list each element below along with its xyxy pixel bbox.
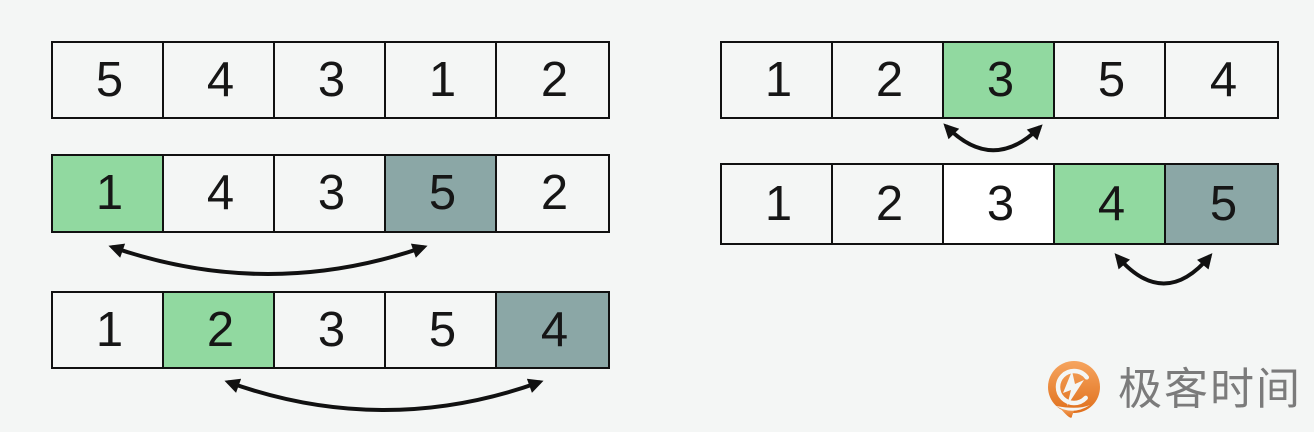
cell-value: 4: [206, 52, 235, 107]
array-row-third-pass: 1 2 3 5 4: [720, 41, 1279, 119]
cell-value: 5: [1209, 176, 1238, 231]
cell-value: 3: [986, 176, 1015, 231]
array-cell: 3: [275, 293, 386, 367]
array-cell: 1: [53, 156, 164, 231]
cell-value: 2: [540, 52, 569, 107]
cell-value: 1: [764, 176, 793, 231]
cell-value: 5: [428, 302, 457, 357]
swap-arrow-right-2: [1114, 253, 1213, 286]
array-cell: 2: [833, 43, 944, 117]
array-cell: 2: [164, 293, 275, 367]
array-cell: 4: [164, 156, 275, 231]
cell-value: 2: [875, 52, 904, 107]
cell-value: 1: [428, 52, 457, 107]
array-cell: 1: [722, 165, 833, 243]
cell-value: 4: [206, 166, 235, 220]
swap-arrow-left-2: [224, 378, 544, 412]
cell-value: 3: [986, 52, 1015, 107]
swap-arrow-left-1: [108, 243, 428, 276]
array-cell: 5: [386, 156, 497, 231]
cell-value: 5: [428, 166, 457, 220]
array-row-initial: 5 4 3 1 2: [51, 41, 610, 119]
array-cell: 4: [1055, 165, 1166, 243]
array-row-after-first-swap: 1 4 3 5 2: [51, 154, 610, 233]
array-cell: 2: [833, 165, 944, 243]
cell-value: 5: [1097, 52, 1126, 107]
array-cell: 4: [164, 43, 275, 117]
array-cell: 1: [386, 43, 497, 117]
geektime-logo-text: 极客时间: [1118, 365, 1302, 414]
cell-value: 1: [95, 166, 124, 220]
array-cell: 1: [53, 293, 164, 367]
array-cell: 1: [722, 43, 833, 117]
array-cell: 5: [1166, 165, 1277, 243]
array-cell: 3: [275, 156, 386, 231]
array-cell: 2: [497, 43, 608, 117]
array-cell: 4: [1166, 43, 1277, 117]
cell-value: 1: [95, 302, 124, 357]
array-row-final-swap: 1 2 3 4 5: [720, 163, 1279, 245]
cell-value: 4: [1209, 52, 1238, 107]
cell-value: 5: [95, 52, 124, 107]
cell-value: 2: [206, 302, 235, 357]
cell-value: 2: [875, 176, 904, 231]
cell-value: 3: [317, 166, 346, 220]
cell-value: 3: [317, 52, 346, 107]
cell-value: 4: [540, 302, 569, 357]
array-cell: 2: [497, 156, 608, 231]
array-cell: 5: [386, 293, 497, 367]
cell-value: 3: [317, 302, 346, 357]
cell-value: 2: [540, 166, 569, 220]
array-cell: 3: [944, 43, 1055, 117]
swap-arrow-right-1: [943, 123, 1043, 153]
geektime-logo-icon: [1048, 361, 1100, 418]
array-cell: 4: [497, 293, 608, 367]
geektime-logo: 极客时间: [1042, 358, 1302, 422]
array-cell: 3: [275, 43, 386, 117]
cell-value: 1: [764, 52, 793, 107]
array-cell: 5: [53, 43, 164, 117]
array-cell: 5: [1055, 43, 1166, 117]
array-cell: 3: [944, 165, 1055, 243]
cell-value: 4: [1097, 176, 1126, 231]
array-row-after-second-swap: 1 2 3 5 4: [51, 291, 610, 369]
